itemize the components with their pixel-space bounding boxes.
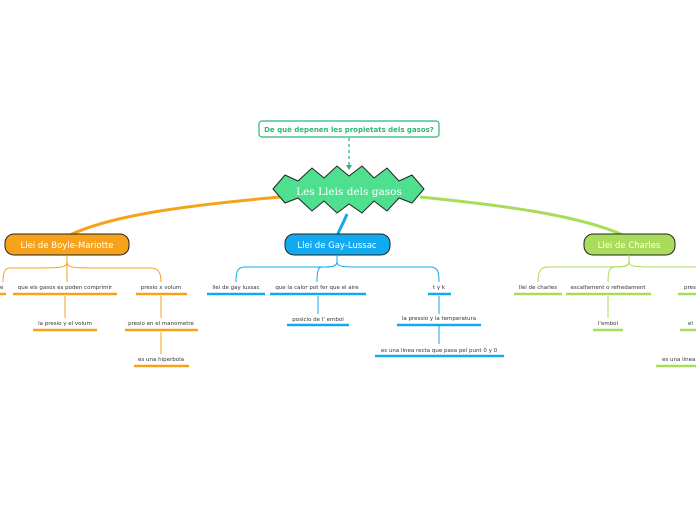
central-shape	[272, 165, 425, 214]
question-node[interactable]: De què depenen les propietats dels gasos…	[258, 120, 440, 138]
branch-charles-links	[537, 255, 696, 318]
boyle-sub-1[interactable]: presio en el manometre	[125, 321, 198, 332]
branch-charles-title: Llei de Charles	[598, 241, 661, 251]
gaylussac-item-2[interactable]: t y k	[428, 285, 451, 296]
svg-text:llei de gay lussac: llei de gay lussac	[212, 285, 259, 291]
gaylussac-sub-1[interactable]: la pressio y la temperatura	[397, 316, 481, 327]
gaylussac-item-1[interactable]: que la calor pot fer que el aire	[270, 285, 366, 296]
svg-text:es una linea: es una linea	[662, 357, 695, 363]
branch-gaylussac[interactable]: Llei de Gay-Lussac	[284, 233, 391, 256]
connector-charles	[419, 195, 626, 238]
boyle-sub-2[interactable]: es una hiperbola	[134, 357, 189, 368]
question-link-arrow	[346, 165, 352, 170]
charles-sub-1[interactable]: el	[680, 321, 696, 332]
charles-sub-2[interactable]: es una linea	[656, 357, 696, 368]
svg-text:que els gasos es poden comprim: que els gasos es poden comprimir	[18, 285, 113, 291]
svg-text:es una hiperbola: es una hiperbola	[138, 357, 184, 363]
charles-sub-0[interactable]: l'embol	[593, 321, 623, 332]
boyle-item-0[interactable]: e	[0, 285, 6, 296]
boyle-sub-0[interactable]: la presio y el volum	[33, 321, 97, 332]
charles-item-1[interactable]: escalfament o refredament	[566, 285, 651, 296]
boyle-item-2[interactable]: presio x volum	[136, 285, 187, 296]
branch-boyle-title: Llei de Boyle-Mariotte	[21, 241, 114, 251]
svg-text:l'embol: l'embol	[598, 321, 619, 327]
branch-boyle[interactable]: Llei de Boyle-Mariotte	[4, 233, 130, 256]
svg-text:t y k: t y k	[433, 285, 446, 291]
connector-boyle	[67, 195, 281, 238]
boyle-item-1[interactable]: que els gasos es poden comprimir	[13, 285, 117, 296]
charles-item-2[interactable]: pres	[678, 285, 696, 296]
central-title: Les Lleis dels gasos	[296, 186, 402, 198]
svg-text:presio x volum: presio x volum	[141, 285, 182, 291]
svg-text:es una linea recta que pasa pe: es una linea recta que pasa pel punt 0 y…	[381, 348, 498, 354]
svg-text:el: el	[688, 321, 693, 327]
svg-text:pres: pres	[684, 285, 696, 291]
gaylussac-sub-2[interactable]: es una linea recta que pasa pel punt 0 y…	[375, 348, 504, 358]
branch-boyle-links	[2, 255, 162, 354]
branch-charles[interactable]: Llei de Charles	[583, 233, 676, 256]
charles-item-0[interactable]: llei de charles	[514, 285, 562, 296]
svg-text:la presio y el volum: la presio y el volum	[38, 321, 92, 327]
svg-text:la pressio y la temperatura: la pressio y la temperatura	[402, 316, 476, 322]
svg-text:posicio de l' embol: posicio de l' embol	[292, 317, 344, 323]
svg-text:presio en el manometre: presio en el manometre	[128, 321, 194, 327]
svg-text:llei de charles: llei de charles	[519, 285, 557, 291]
branch-gaylussac-title: Llei de Gay-Lussac	[297, 241, 376, 251]
svg-text:que la calor pot fer que el ai: que la calor pot fer que el aire	[275, 285, 359, 291]
connector-gaylussac	[336, 213, 349, 235]
gaylussac-sub-0[interactable]: posicio de l' embol	[287, 317, 349, 327]
branch-gaylussac-links	[235, 255, 440, 344]
central-node[interactable]: Les Lleis dels gasos	[272, 165, 425, 214]
gaylussac-item-0[interactable]: llei de gay lussac	[207, 285, 265, 296]
question-text: De què depenen les propietats dels gasos…	[264, 126, 434, 134]
svg-text:escalfament o refredament: escalfament o refredament	[571, 285, 647, 291]
svg-text:e: e	[0, 285, 4, 291]
